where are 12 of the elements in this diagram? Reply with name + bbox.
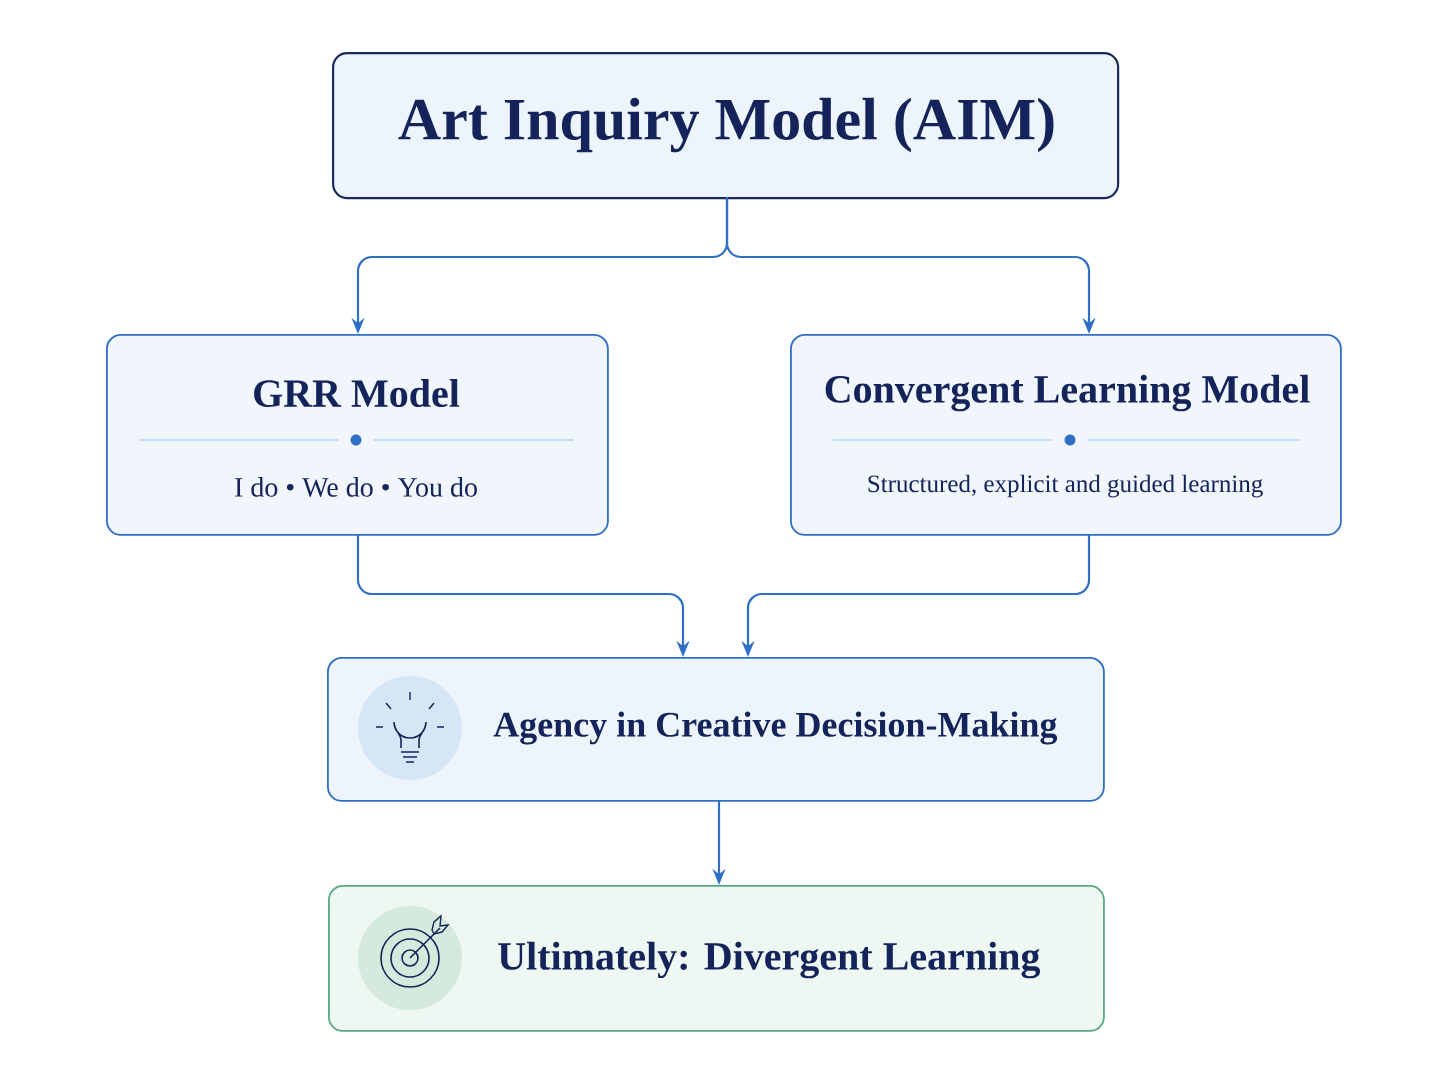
box-subtitle: I do • We do • You do bbox=[235, 477, 477, 497]
box-title: Agency in Creative Decision-Making bbox=[493, 711, 1058, 745]
process-box bbox=[332, 52, 1120, 200]
box-subtitle: Structured, explicit and guided learning bbox=[868, 474, 1263, 498]
process-box bbox=[327, 657, 1105, 802]
box-title: Convergent Learning Model bbox=[825, 374, 1310, 412]
process-box bbox=[106, 334, 609, 536]
box-title: GRR Model bbox=[254, 378, 460, 408]
box-title: Art Inquiry Model (AIM) bbox=[398, 97, 1054, 153]
box-title: Ultimately: Divergent Learning bbox=[498, 941, 1041, 979]
process-box bbox=[328, 885, 1105, 1032]
process-box bbox=[790, 334, 1342, 536]
